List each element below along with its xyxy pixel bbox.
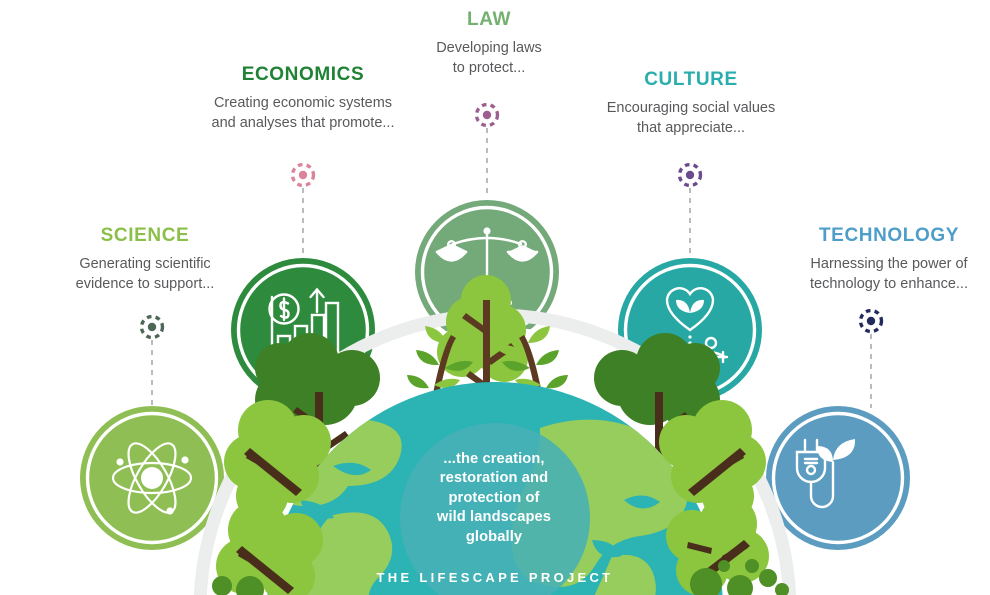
- pillar-circle-science[interactable]: [80, 406, 224, 550]
- pillar-desc-technology: Harnessing the power of technology to en…: [778, 254, 990, 295]
- center-statement: ...the creation, restoration and protect…: [385, 450, 603, 547]
- center-statement-line: globally: [465, 528, 523, 545]
- pillar-desc-line: Harnessing the power of: [810, 255, 968, 272]
- pillar-text-law: LAW Developing laws to protect...: [400, 9, 578, 79]
- center-statement-disc: [400, 423, 590, 595]
- marker-science: [139, 314, 165, 340]
- pillar-title-technology: TECHNOLOGY: [818, 225, 960, 246]
- pillar-desc-line: to protect...: [452, 60, 526, 77]
- pillar-desc-line: that appreciate...: [636, 120, 745, 137]
- pillar-desc-science: Generating scientific evidence to suppor…: [30, 254, 260, 295]
- tree-cluster-front: [212, 400, 789, 595]
- marker-culture: [677, 162, 703, 188]
- pillar-text-economics: ECONOMICS Creating economic systems and …: [188, 64, 418, 134]
- bush-left-upper: [224, 400, 331, 522]
- marker-law: [474, 102, 500, 128]
- globe-rivers: [300, 462, 660, 558]
- pillar-desc-economics: Creating economic systems and analyses t…: [188, 93, 418, 134]
- pillar-desc-line: evidence to support...: [75, 276, 215, 293]
- pillar-desc-line: technology to enhance...: [809, 276, 968, 293]
- sapling-right: [407, 326, 480, 400]
- connector-lines: [151, 128, 872, 410]
- pillar-text-culture: CULTURE Encouraging social values that a…: [578, 69, 804, 139]
- center-statement-line: wild landscapes: [436, 509, 552, 526]
- pillar-text-science: SCIENCE Generating scientific evidence t…: [30, 225, 260, 295]
- shrub-dots-left: [212, 576, 264, 595]
- pillar-desc-law: Developing laws to protect...: [400, 38, 578, 79]
- atom-icon: [111, 442, 193, 515]
- pillar-desc-line: and analyses that promote...: [211, 115, 395, 132]
- brand-wordmark: THE LIFESCAPE PROJECT: [376, 570, 614, 585]
- plug-plant-icon: [795, 438, 856, 509]
- marker-economics: [290, 162, 316, 188]
- pillar-circle-technology[interactable]: [766, 406, 910, 550]
- center-statement-line: ...the creation,: [443, 451, 545, 467]
- pillar-desc-line: Encouraging social values: [606, 99, 776, 116]
- pillar-title-law: LAW: [466, 9, 511, 30]
- center-statement-line: protection of: [448, 489, 540, 506]
- pillar-title-culture: CULTURE: [644, 69, 738, 90]
- center-statement-line: restoration and: [439, 470, 549, 487]
- pillar-desc-culture: Encouraging social values that appreciat…: [578, 98, 804, 139]
- shrub-dots-right: [690, 559, 789, 595]
- pillar-text-technology: TECHNOLOGY Harnessing the power of techn…: [778, 225, 990, 295]
- pillar-title-economics: ECONOMICS: [241, 64, 365, 85]
- pillar-title-science: SCIENCE: [100, 225, 190, 246]
- pillar-desc-line: Generating scientific: [79, 255, 211, 272]
- pillar-desc-line: Creating economic systems: [213, 94, 393, 111]
- pillar-desc-line: Developing laws: [436, 39, 542, 56]
- marker-technology: [858, 308, 884, 334]
- connector-markers: [139, 102, 884, 340]
- bush-left-lower: [216, 500, 323, 595]
- globe: [267, 382, 723, 595]
